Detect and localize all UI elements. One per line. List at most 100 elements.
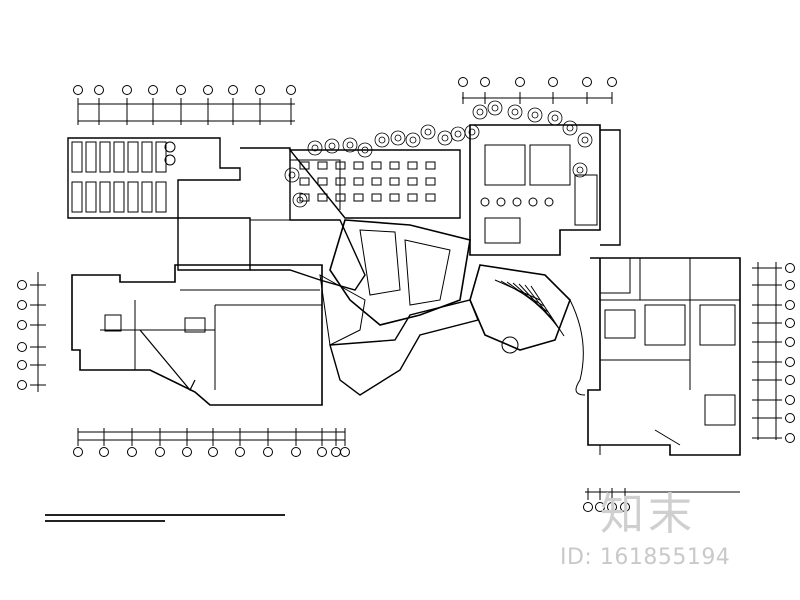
dining-table	[371, 161, 382, 170]
grid-bubble	[208, 447, 218, 457]
grid-bubble	[148, 85, 158, 95]
grid-bubble	[291, 447, 301, 457]
grid-bubble	[17, 380, 27, 390]
office-desk-cluster	[71, 141, 176, 213]
dining-table	[544, 197, 554, 207]
dining-table	[335, 177, 346, 186]
dining-table	[528, 197, 538, 207]
angled-auditorium	[319, 219, 479, 396]
tree-symbol	[472, 104, 488, 120]
round-table	[164, 141, 176, 153]
desk	[99, 141, 111, 173]
grid-bubble	[182, 447, 192, 457]
tree-symbol	[405, 132, 421, 148]
grid-bubble	[785, 375, 795, 385]
desk	[141, 141, 153, 173]
dining-table	[353, 193, 364, 202]
dining-table	[335, 193, 346, 202]
desk	[127, 181, 139, 213]
tree-symbol	[562, 120, 578, 136]
dining-table	[299, 161, 310, 170]
lecture-hall	[469, 264, 586, 396]
seat-row	[524, 284, 561, 331]
tree-symbol	[547, 110, 563, 126]
dining-table	[407, 161, 418, 170]
grid-bubble	[17, 342, 27, 352]
top-left-dimension-line	[73, 85, 296, 125]
desk	[141, 181, 153, 213]
desk	[71, 141, 83, 173]
grid-bubble	[203, 85, 213, 95]
dining-table	[512, 197, 522, 207]
dining-table	[299, 177, 310, 186]
grid-bubble	[73, 447, 83, 457]
dining-table	[299, 193, 310, 202]
dining-table	[353, 177, 364, 186]
desk	[113, 141, 125, 173]
dining-table	[317, 161, 328, 170]
grid-bubble	[515, 77, 525, 87]
grid-bubble	[263, 447, 273, 457]
dining-table	[425, 161, 436, 170]
grid-bubble	[548, 77, 558, 87]
desk	[71, 181, 83, 213]
tree-symbol	[464, 124, 480, 140]
grid-bubble	[17, 280, 27, 290]
dining-table	[425, 193, 436, 202]
drawing-notes	[45, 514, 285, 526]
grid-bubble	[607, 77, 617, 87]
right-dimension-line	[752, 262, 795, 443]
desk	[99, 181, 111, 213]
grid-bubble	[340, 447, 350, 457]
seat-row	[530, 285, 565, 337]
grid-bubble	[607, 502, 617, 512]
grid-bubble	[286, 85, 296, 95]
dining-table	[353, 161, 364, 170]
tree-symbol	[342, 137, 358, 153]
tree-symbol	[324, 138, 340, 154]
tree-symbol	[292, 192, 308, 208]
grid-bubble	[127, 447, 137, 457]
grid-bubble	[317, 447, 327, 457]
seat-row	[506, 281, 549, 313]
tree-symbol	[507, 104, 523, 120]
landscape-trees	[284, 100, 593, 208]
dining-table	[389, 193, 400, 202]
grid-bubble	[155, 447, 165, 457]
grid-bubble	[176, 85, 186, 95]
tree-symbol	[437, 130, 453, 146]
desk	[85, 181, 97, 213]
restaurant-hall	[288, 149, 554, 219]
desk	[127, 141, 139, 173]
grid-bubble	[480, 77, 490, 87]
grid-bubble	[595, 502, 605, 512]
grid-bubble	[17, 320, 27, 330]
tree-symbol	[572, 162, 588, 178]
grid-bubble	[785, 433, 795, 443]
dining-table	[317, 177, 328, 186]
grid-bubble	[331, 447, 341, 457]
dining-table	[407, 193, 418, 202]
desk	[113, 181, 125, 213]
grid-bubble	[17, 300, 27, 310]
grid-bubble	[785, 395, 795, 405]
grid-bubble	[94, 85, 104, 95]
grid-bubble	[785, 300, 795, 310]
dining-table	[389, 161, 400, 170]
grid-bubble	[255, 85, 265, 95]
grid-bubble	[99, 447, 109, 457]
grid-bubble	[235, 447, 245, 457]
tree-symbol	[420, 124, 436, 140]
bottom-dimension-line	[73, 428, 350, 457]
round-table	[164, 154, 176, 166]
tree-symbol	[307, 140, 323, 156]
tree-symbol	[487, 100, 503, 116]
tree-symbol	[284, 167, 300, 183]
dining-table	[496, 197, 506, 207]
tree-symbol	[357, 142, 373, 158]
grid-bubble	[458, 77, 468, 87]
tree-symbol	[450, 126, 466, 142]
tree-symbol	[577, 132, 593, 148]
grid-bubble	[583, 502, 593, 512]
